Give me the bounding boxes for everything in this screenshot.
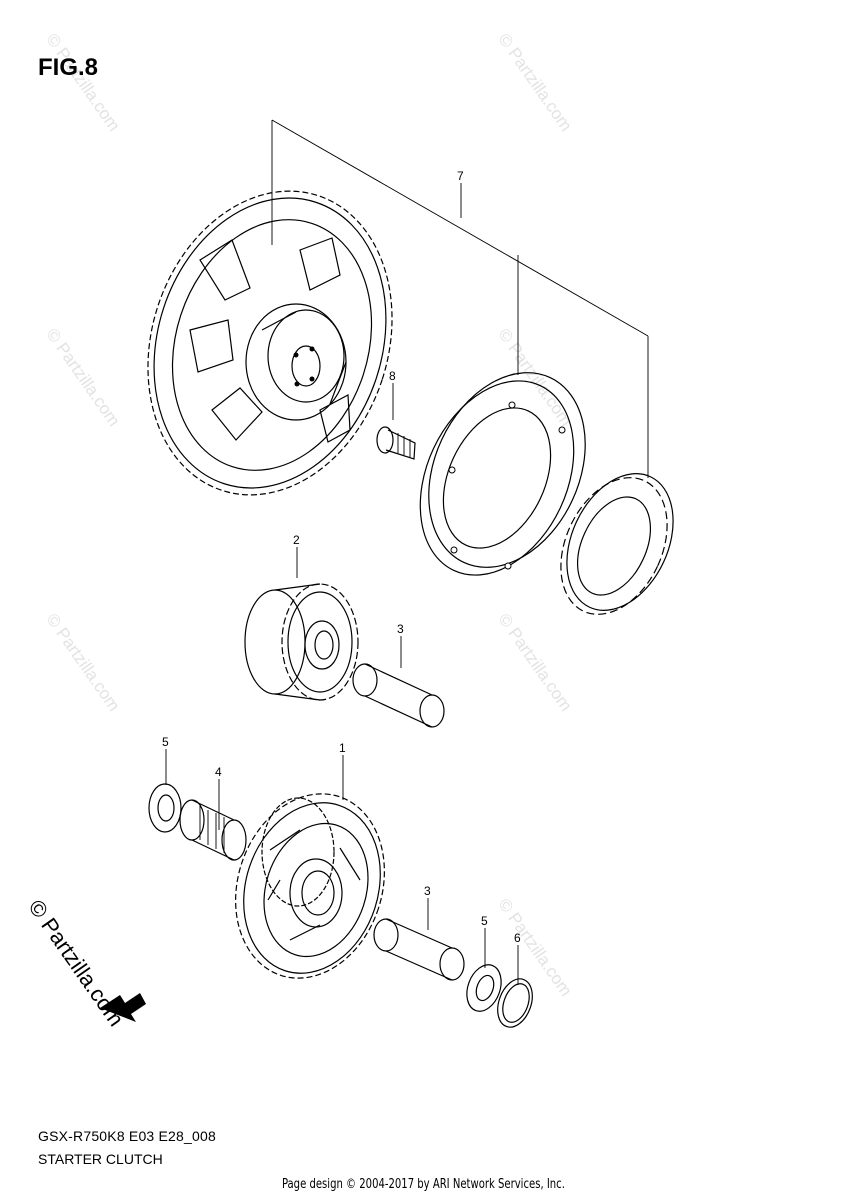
callout-5-right: 5 (481, 914, 488, 928)
callout-6: 6 (514, 931, 521, 945)
figure-title: FIG.8 (38, 54, 99, 81)
page-credit: Page design © 2004-2017 by ARI Network S… (281, 1177, 565, 1192)
idle-gear (244, 583, 359, 701)
callout-numbers: 7 8 2 3 5 1 4 3 5 6 (162, 169, 521, 945)
bolt (376, 426, 416, 460)
model-code: GSX-R750K8 E03 E28_008 (38, 1128, 216, 1144)
callout-4: 4 (215, 765, 222, 779)
callout-2: 2 (293, 533, 300, 547)
leader-lines (165, 119, 649, 985)
needle-bearing (179, 799, 247, 861)
callout-1: 1 (339, 741, 346, 755)
one-way-clutch (560, 473, 674, 615)
starter-clutch-gear (147, 190, 393, 496)
idle-gear-shaft (352, 663, 445, 728)
washer (148, 783, 182, 833)
callout-3-lower: 3 (424, 884, 431, 898)
callout-7: 7 (457, 169, 464, 183)
callout-5-left: 5 (162, 735, 169, 749)
starter-gear (235, 793, 385, 979)
washer (466, 964, 502, 1012)
callout-8: 8 (389, 369, 396, 383)
watermark-arrow-icon (100, 993, 146, 1022)
clutch-housing-ring (419, 372, 586, 576)
thrust-washer (497, 978, 533, 1028)
callout-3-upper: 3 (397, 622, 404, 636)
diagram-caption: STARTER CLUTCH (38, 1151, 163, 1167)
starter-gear-shaft (373, 918, 465, 981)
